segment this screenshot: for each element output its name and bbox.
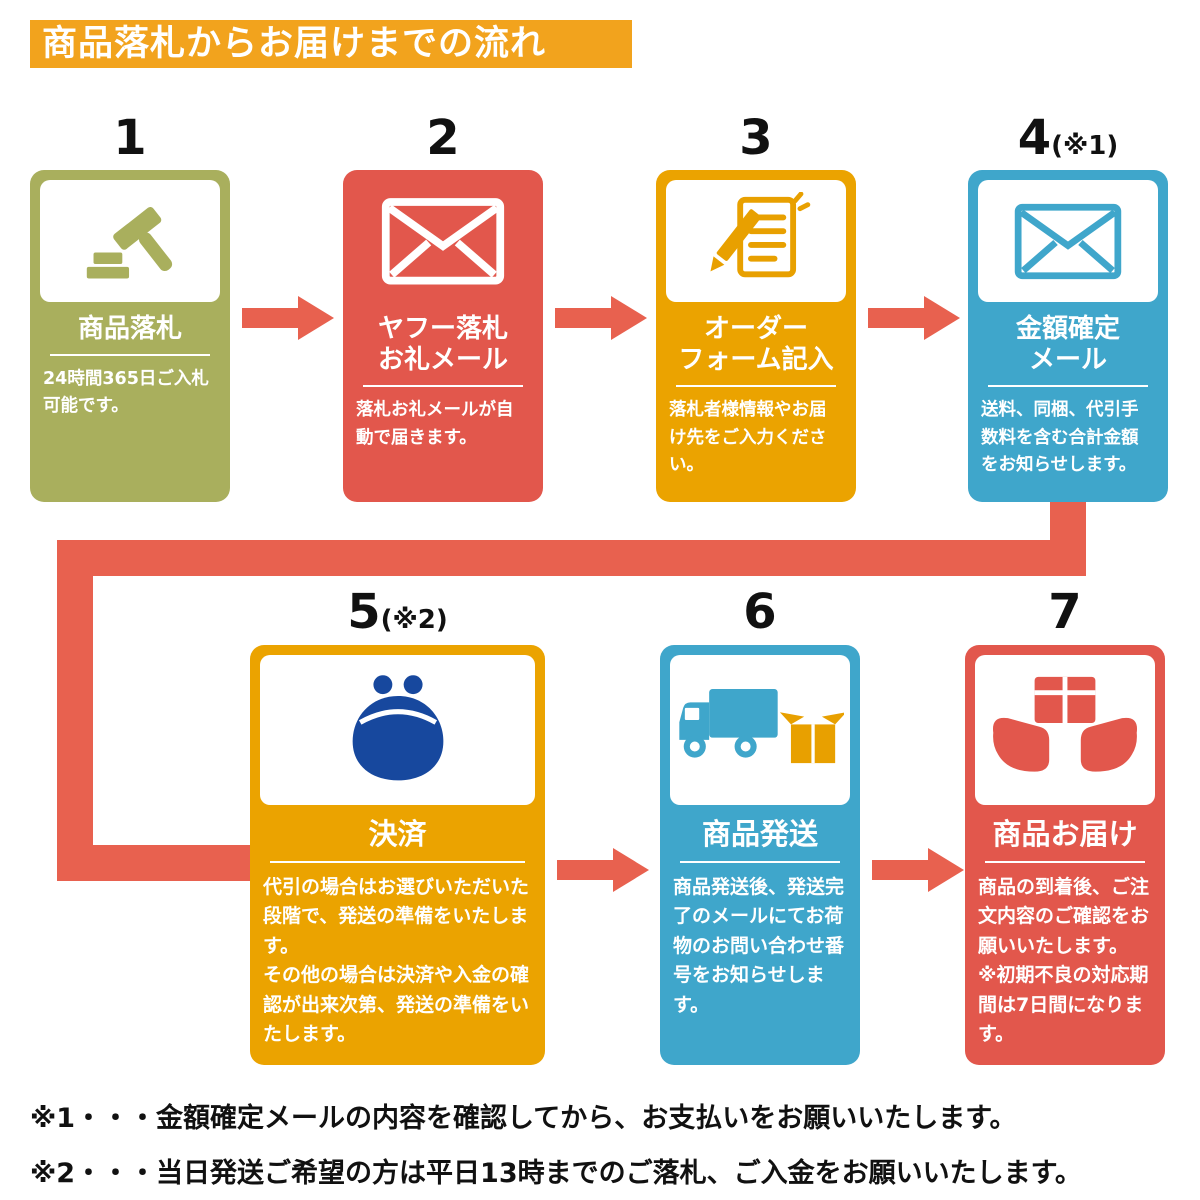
step-number-text: 7 (1048, 584, 1082, 640)
step-title: 商品落札 (77, 314, 182, 344)
title-divider (985, 860, 1145, 863)
arrow-right-icon (557, 848, 649, 892)
step-card-order-form: オーダー フォーム記入 落札者様情報やお届け先をご入力ください。 (656, 170, 856, 502)
step-number-note: (※2) (380, 605, 448, 635)
hands-holding-package-icon (992, 676, 1138, 772)
step-number-5: 5(※2) (250, 584, 545, 640)
icon-panel (40, 180, 220, 302)
icon-area (353, 180, 533, 302)
step-number-3: 3 (656, 110, 856, 166)
icon-panel (978, 180, 1158, 302)
step-title: 金額確定 メール (1015, 314, 1120, 376)
delivery-truck-box-icon (679, 688, 844, 763)
icon-panel (975, 655, 1155, 805)
step-title: オーダー フォーム記入 (678, 314, 834, 376)
step-number-text: 4 (1017, 110, 1052, 166)
title-divider (680, 860, 840, 863)
page-title: 商品落札からお届けまでの流れ (30, 20, 632, 68)
flow-connector-horizontal-top (57, 540, 1086, 576)
title-divider (676, 385, 836, 388)
step-number-7: 7 (965, 584, 1165, 640)
step-description: 商品の到着後、ご注文内容のご確認をお願いいたします。 ※初期不良の対応期間は7日… (978, 875, 1150, 1045)
step-card-shipping: 商品発送 商品発送後、発送完了のメールにてお荷物のお問い合わせ番号をお知らせしま… (660, 645, 860, 1065)
arrow-right-icon (242, 296, 334, 340)
step-number-text: 1 (113, 110, 147, 166)
coin-purse-icon (352, 675, 443, 781)
step-description: 送料、同梱、代引手数料を含む合計金額をお知らせします。 (981, 400, 1139, 475)
step-number-text: 3 (739, 110, 773, 166)
step-number-text: 5 (347, 584, 381, 640)
step-title: 商品発送 (701, 817, 818, 851)
step-number-note: (※1) (1051, 131, 1119, 161)
order-form-pencil-icon (710, 192, 811, 278)
icon-panel (260, 655, 535, 805)
arrow-right-icon (868, 296, 960, 340)
step-number-text: 6 (743, 584, 777, 640)
step-number-4: 4(※1) (968, 110, 1168, 166)
step-card-auction-win: 商品落札 24時間365日ご入札可能です。 (30, 170, 230, 502)
icon-panel (666, 180, 846, 302)
title-divider (988, 385, 1148, 388)
flow-connector-vertical-left (57, 540, 93, 881)
footnote-1: ※1・・・金額確定メールの内容を確認してから、お支払いをお願いいたします。 (30, 1103, 1017, 1134)
step-description: 商品発送後、発送完了のメールにてお荷物のお問い合わせ番号をお知らせします。 (673, 875, 845, 1016)
step-number-6: 6 (660, 584, 860, 640)
title-divider (50, 354, 210, 357)
step-card-payment: 決済 代引の場合はお選びいただいた段階で、発送の準備をいたします。 その他の場合… (250, 645, 545, 1065)
step-number-2: 2 (343, 110, 543, 166)
icon-panel (670, 655, 850, 805)
step-title: ヤフー落札 お礼メール (377, 314, 508, 376)
title-divider (270, 860, 525, 863)
step-number-text: 2 (426, 110, 460, 166)
footnote-2: ※2・・・当日発送ご希望の方は平日13時までのご落札、ご入金をお願いいたします。 (30, 1158, 1082, 1189)
step-title: 商品お届け (992, 817, 1138, 851)
gavel-icon (86, 206, 173, 279)
step-title: 決済 (368, 817, 427, 851)
arrow-right-icon (872, 848, 964, 892)
mail-icon (1014, 203, 1122, 279)
mail-icon (381, 197, 505, 285)
step-card-delivery: 商品お届け 商品の到着後、ご注文内容のご確認をお願いいたします。 ※初期不良の対… (965, 645, 1165, 1065)
title-divider (363, 385, 523, 388)
step-number-1: 1 (30, 110, 230, 166)
step-card-thanks-mail: ヤフー落札 お礼メール 落札お礼メールが自動で届きます。 (343, 170, 543, 502)
step-description: 落札者様情報やお届け先をご入力ください。 (669, 400, 827, 475)
step-description: 代引の場合はお選びいただいた段階で、発送の準備をいたします。 その他の場合は決済… (263, 875, 530, 1045)
arrow-right-icon (555, 296, 647, 340)
step-description: 24時間365日ご入札可能です。 (43, 369, 209, 417)
step-description: 落札お礼メールが自動で届きます。 (356, 400, 514, 448)
step-card-price-confirm-mail: 金額確定 メール 送料、同梱、代引手数料を含む合計金額をお知らせします。 (968, 170, 1168, 502)
